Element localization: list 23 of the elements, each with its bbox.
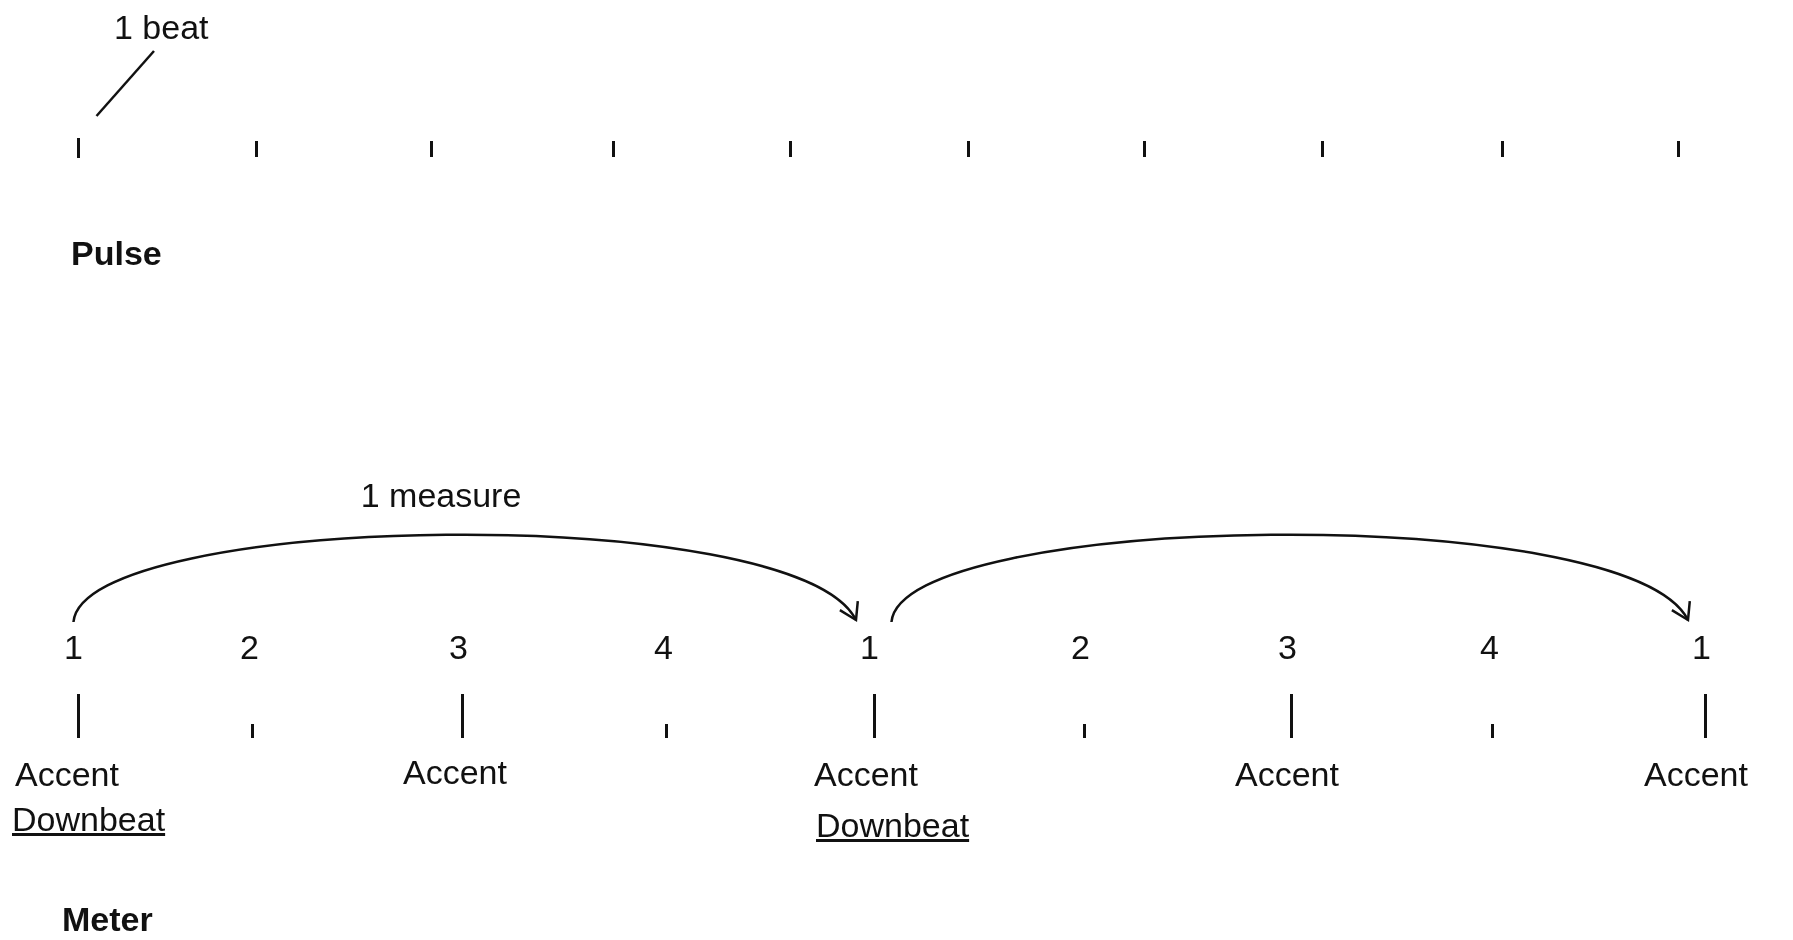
- downbeat-label: Downbeat: [816, 806, 970, 844]
- leader-line: [95, 50, 155, 117]
- beat-number: 2: [1071, 628, 1090, 666]
- beat-number: 4: [654, 628, 673, 666]
- beat-number: 3: [449, 628, 468, 666]
- beat-number: 2: [240, 628, 259, 666]
- row-label: Pulse: [71, 234, 162, 272]
- beat-number: 1: [64, 628, 83, 666]
- beat-label: 1 beat: [114, 8, 209, 46]
- beat-number: 1: [1692, 628, 1711, 666]
- beat-number: 3: [1278, 628, 1297, 666]
- accent-label: Accent: [1644, 755, 1748, 793]
- accent-label: Accent: [814, 755, 918, 793]
- curved-arrow: [72, 533, 858, 623]
- accent-label: Accent: [15, 755, 119, 793]
- downbeat-label: Downbeat: [12, 800, 166, 838]
- accent-label: Accent: [1235, 755, 1339, 793]
- accent-label: Accent: [403, 753, 507, 791]
- beat-number: 1: [860, 628, 879, 666]
- tick-mark: [77, 138, 80, 158]
- row-label: Meter: [62, 900, 153, 938]
- curved-arrow: [890, 533, 1690, 623]
- beat-number: 4: [1480, 628, 1499, 666]
